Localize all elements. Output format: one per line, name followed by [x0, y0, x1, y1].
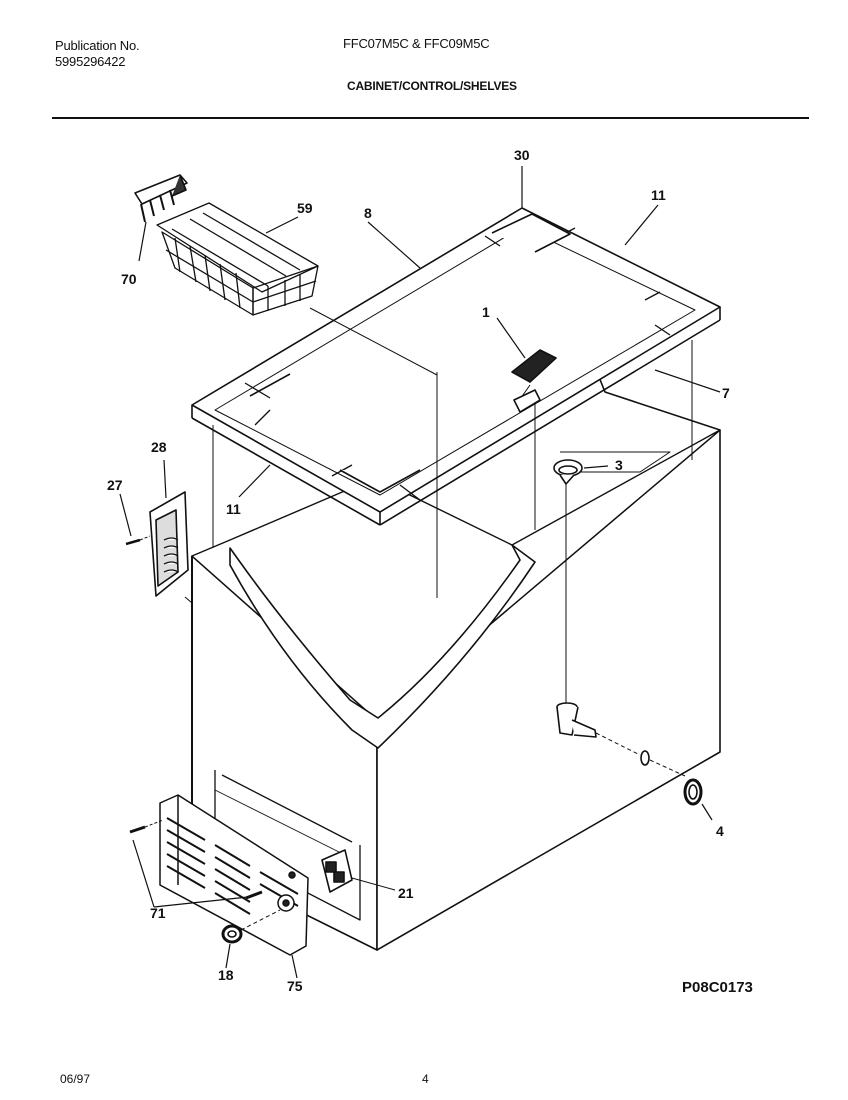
relay-control: [321, 849, 396, 893]
section-title: CABINET/CONTROL/SHELVES: [347, 79, 517, 93]
publication-label: Publication No.: [55, 38, 140, 53]
lid-gasket-frame: [191, 207, 721, 526]
wire-basket: [156, 202, 319, 316]
footer-date: 06/97: [60, 1072, 91, 1086]
callout-18: 18: [218, 967, 234, 983]
control-knob: [511, 349, 557, 413]
callout-59: 59: [297, 200, 313, 216]
louver-grille: [159, 794, 309, 956]
publication-number: 5995296422: [55, 54, 126, 69]
callout-71: 71: [150, 905, 166, 921]
drain-plug: [553, 459, 583, 485]
hinge-assembly: [125, 491, 189, 597]
model-numbers: FFC07M5C & FFC09M5C: [343, 36, 490, 51]
callout-21: 21: [398, 885, 414, 901]
callout-27: 27: [107, 477, 123, 493]
cabinet-body: [191, 371, 721, 951]
header-rule: [52, 117, 809, 119]
callout-30: 30: [514, 147, 530, 163]
callout-1: 1: [482, 304, 490, 320]
callout-11-top: 11: [651, 187, 666, 203]
basket-handle: [134, 174, 188, 223]
grommet: [221, 909, 281, 944]
callout-labels: 30 8 11 59 70 1 7 3 28 27 11 4 21 71 18 …: [107, 147, 730, 994]
callout-3: 3: [615, 457, 623, 473]
callout-11-left: 11: [226, 501, 241, 517]
callout-leaders: [119, 166, 721, 979]
callout-8: 8: [364, 205, 372, 221]
callout-75: 75: [287, 978, 303, 994]
page-number: 4: [422, 1072, 429, 1086]
callout-70: 70: [121, 271, 137, 287]
guide-lines: [184, 307, 693, 705]
grille-screws: [129, 819, 263, 900]
callout-7: 7: [722, 385, 730, 401]
drain-tube: [556, 702, 686, 777]
callout-4: 4: [716, 823, 724, 839]
drain-cap: [683, 778, 703, 806]
diagram-code: P08C0173: [682, 979, 753, 996]
callout-28: 28: [151, 439, 167, 455]
